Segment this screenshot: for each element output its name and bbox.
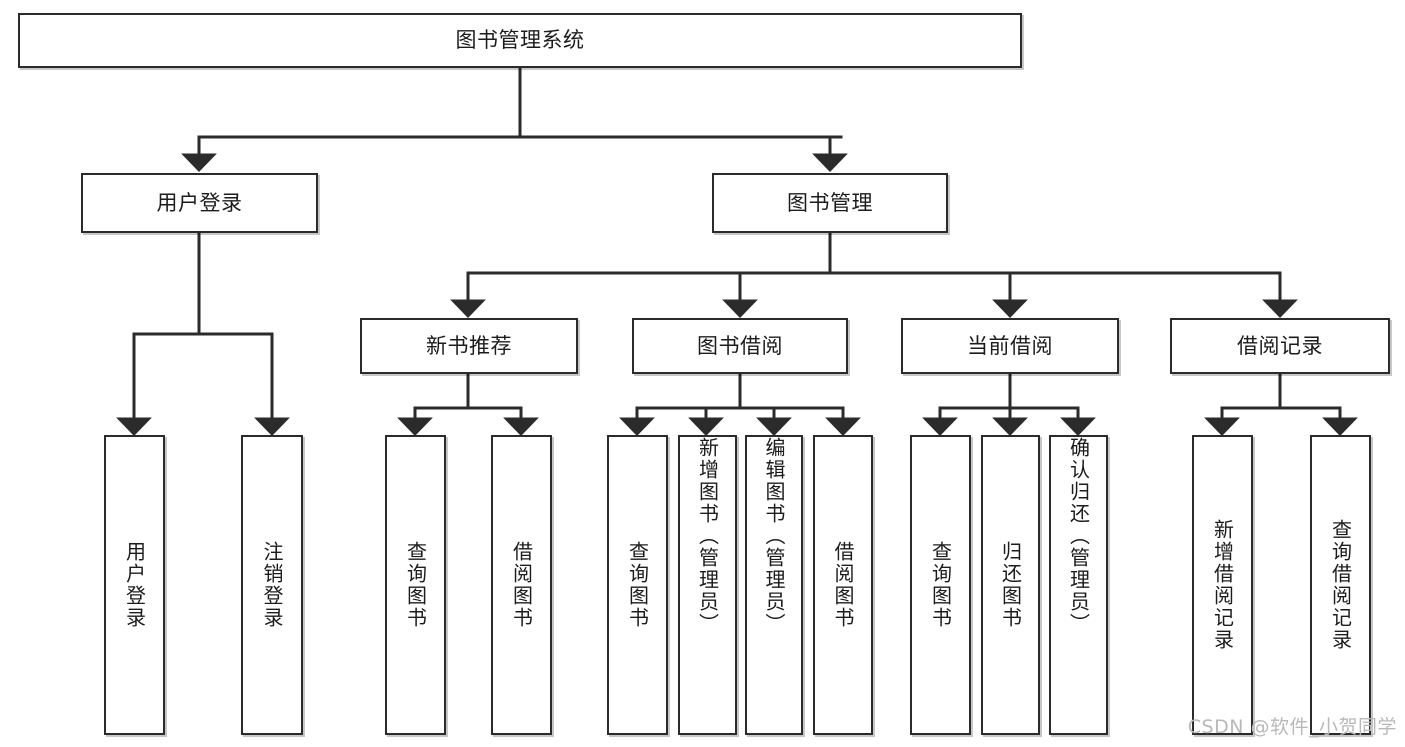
csdn-watermark: CSDN @软件_小贺同学 xyxy=(1187,716,1397,738)
node-user-login[interactable]: 用户登录 xyxy=(81,173,318,233)
leaf-label: 借阅图书 xyxy=(831,541,855,629)
node-current-borrow-label: 当前借阅 xyxy=(967,333,1053,358)
node-current-borrow[interactable]: 当前借阅 xyxy=(901,318,1119,374)
node-book-management[interactable]: 图书管理 xyxy=(712,173,948,233)
leaf-recommend-query-book[interactable]: 查询图书 xyxy=(385,435,446,735)
node-root[interactable]: 图书管理系统 xyxy=(18,13,1022,68)
leaf-borrow-edit-book-admin[interactable]: 编辑图书（管理员） xyxy=(745,435,803,735)
node-borrow-record[interactable]: 借阅记录 xyxy=(1170,318,1390,374)
leaf-borrow-borrow-book[interactable]: 借阅图书 xyxy=(813,435,873,735)
leaf-label: 新增图书（管理员） xyxy=(695,437,720,635)
leaf-label: 查询借阅记录 xyxy=(1328,519,1353,651)
node-root-label: 图书管理系统 xyxy=(455,28,585,53)
node-book-borrow[interactable]: 图书借阅 xyxy=(632,318,848,374)
leaf-label: 归还图书 xyxy=(998,541,1023,629)
leaf-label: 查询图书 xyxy=(403,541,428,629)
node-book-borrow-label: 图书借阅 xyxy=(697,333,783,358)
leaf-record-add-record[interactable]: 新增借阅记录 xyxy=(1192,435,1253,735)
leaf-label: 查询图书 xyxy=(625,541,650,629)
leaf-label: 借阅图书 xyxy=(509,541,534,629)
node-borrow-record-label: 借阅记录 xyxy=(1237,333,1323,358)
leaf-label: 编辑图书（管理员） xyxy=(762,437,786,635)
leaf-label: 查询图书 xyxy=(928,541,953,629)
node-book-management-label: 图书管理 xyxy=(787,190,873,215)
leaf-label: 用户登录 xyxy=(122,541,147,629)
node-user-login-label: 用户登录 xyxy=(156,190,243,215)
node-new-book-recommend[interactable]: 新书推荐 xyxy=(360,318,578,374)
leaf-record-query-record[interactable]: 查询借阅记录 xyxy=(1310,435,1371,735)
leaf-current-query-book[interactable]: 查询图书 xyxy=(910,435,971,735)
leaf-recommend-borrow-book[interactable]: 借阅图书 xyxy=(491,435,552,735)
leaf-user-login-login[interactable]: 用户登录 xyxy=(104,435,165,735)
leaf-current-confirm-return-admin[interactable]: 确认归还（管理员） xyxy=(1049,435,1108,735)
leaf-user-login-logout[interactable]: 注销登录 xyxy=(241,435,303,735)
leaf-borrow-add-book-admin[interactable]: 新增图书（管理员） xyxy=(678,435,737,735)
leaf-borrow-query-book[interactable]: 查询图书 xyxy=(607,435,668,735)
leaf-label: 确认归还（管理员） xyxy=(1066,437,1091,635)
leaf-label: 注销登录 xyxy=(260,541,284,629)
leaf-label: 新增借阅记录 xyxy=(1210,519,1235,651)
leaf-current-return-book[interactable]: 归还图书 xyxy=(981,435,1040,735)
node-new-book-recommend-label: 新书推荐 xyxy=(426,333,512,358)
